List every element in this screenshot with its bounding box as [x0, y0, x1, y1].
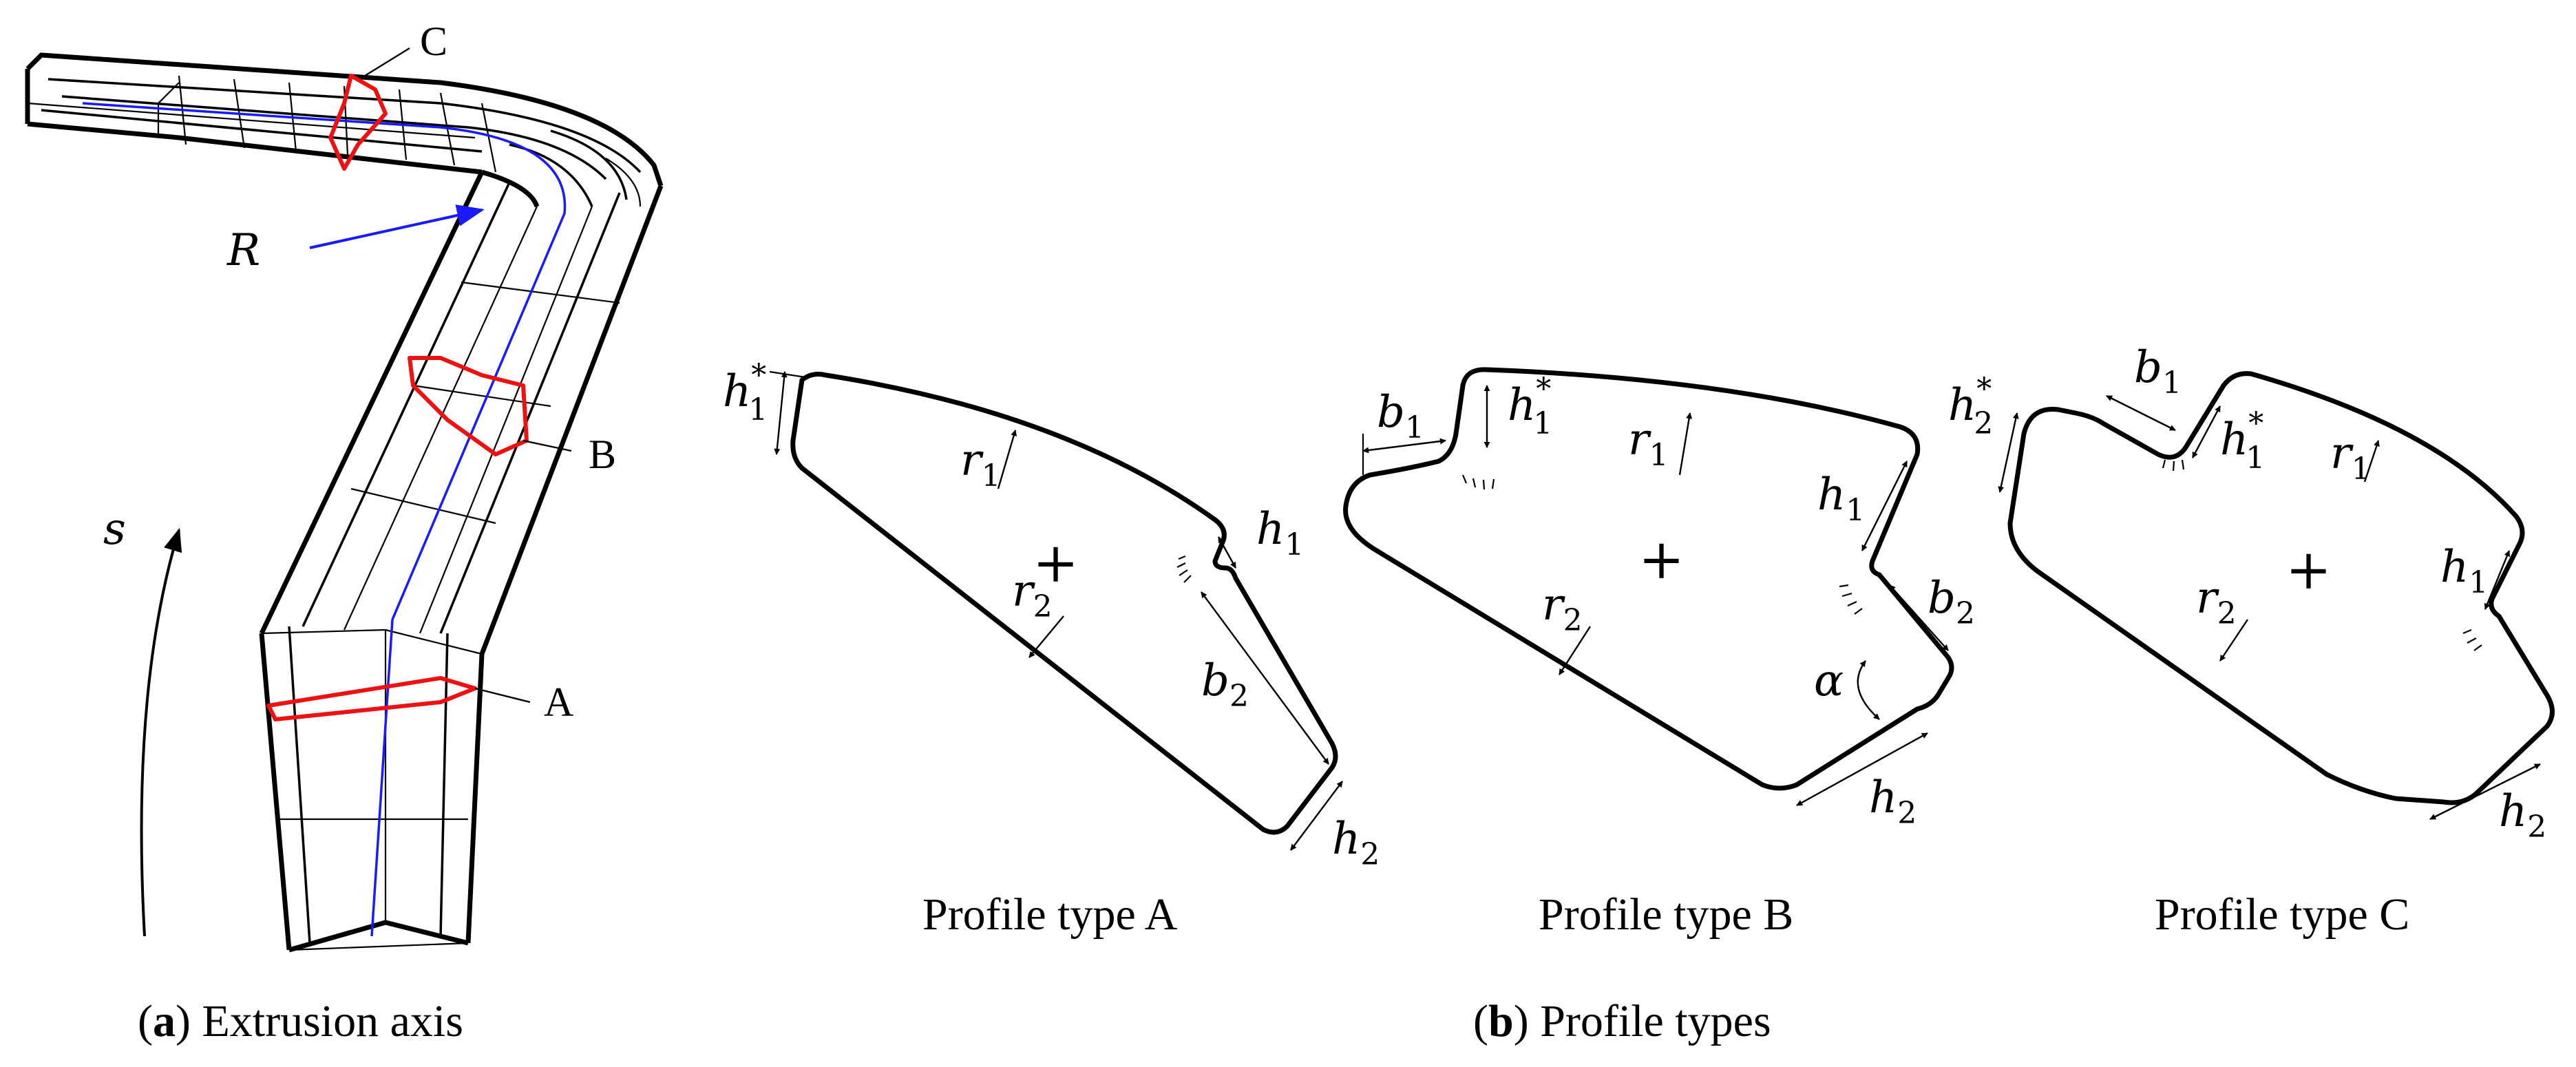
- section-label-b: B: [589, 432, 616, 477]
- profile-a-title: Profile type A: [922, 889, 1178, 940]
- svg-text:b1: b1: [1377, 387, 1424, 445]
- caption-b: (b) Profile types: [1473, 996, 1771, 1046]
- profile-c-title: Profile type C: [2155, 889, 2409, 940]
- svg-text:b1: b1: [2134, 342, 2182, 401]
- svg-text:h*1: h*1: [2220, 406, 2265, 476]
- svg-text:b2: b2: [1201, 655, 1249, 714]
- section-a-outline: [266, 676, 477, 721]
- profile-a-outline: [790, 372, 1338, 835]
- profile-b-center: +: [1638, 527, 1685, 591]
- axis-label-r: R: [226, 225, 260, 276]
- arc-length-arrow: [140, 527, 182, 937]
- svg-text:r2: r2: [2196, 573, 2237, 631]
- arc-label-s: s: [103, 504, 126, 555]
- svg-text:h1: h1: [2440, 542, 2488, 600]
- axis-pointer-arrow: [309, 204, 485, 249]
- svg-text:h1: h1: [1256, 504, 1304, 562]
- svg-text:h2: h2: [1332, 814, 1380, 872]
- profile-b-title: Profile type B: [1539, 889, 1793, 940]
- extrusion-body: [25, 52, 664, 953]
- profile-c: h*2 b1 h*1 r1 + r2 h1 h2 Profile type C: [1948, 342, 2555, 940]
- panel-a-extrusion: C B A R s (a) Extrusion axis: [25, 19, 664, 1046]
- svg-text:r1: r1: [2330, 428, 2371, 487]
- panel-b-profiles: h*1 r1 r2 + h1 b2 h2 Profile type A: [723, 342, 2555, 1046]
- extrusion-axis-line: [82, 102, 567, 937]
- section-c-outline: [328, 74, 388, 171]
- svg-text:h2: h2: [1869, 772, 1917, 831]
- profile-a-center: +: [1033, 531, 1079, 595]
- svg-text:h*2: h*2: [1948, 372, 1993, 441]
- svg-text:h*1: h*1: [723, 358, 768, 427]
- svg-text:h1: h1: [1817, 469, 1865, 528]
- section-label-c: C: [420, 19, 447, 64]
- svg-text:r2: r2: [1542, 580, 1583, 638]
- profile-b: b1 h*1 r1 + r2 h1 b2 α h2 P: [1343, 367, 1975, 940]
- svg-text:r1: r1: [1628, 414, 1669, 473]
- svg-text:h*1: h*1: [1508, 372, 1552, 441]
- profile-c-outline: [2007, 371, 2555, 805]
- profile-b-outline: [1343, 367, 1954, 791]
- svg-text:α: α: [1814, 655, 1844, 706]
- svg-text:b2: b2: [1928, 573, 1975, 631]
- svg-text:r1: r1: [960, 435, 1001, 494]
- svg-text:r2: r2: [1012, 566, 1053, 624]
- section-label-a: A: [544, 679, 573, 725]
- svg-text:h2: h2: [2499, 786, 2546, 845]
- profile-a: h*1 r1 r2 + h1 b2 h2 Profile type A: [723, 358, 1380, 940]
- profile-c-center: +: [2285, 538, 2332, 602]
- caption-a: (a) Extrusion axis: [138, 996, 463, 1046]
